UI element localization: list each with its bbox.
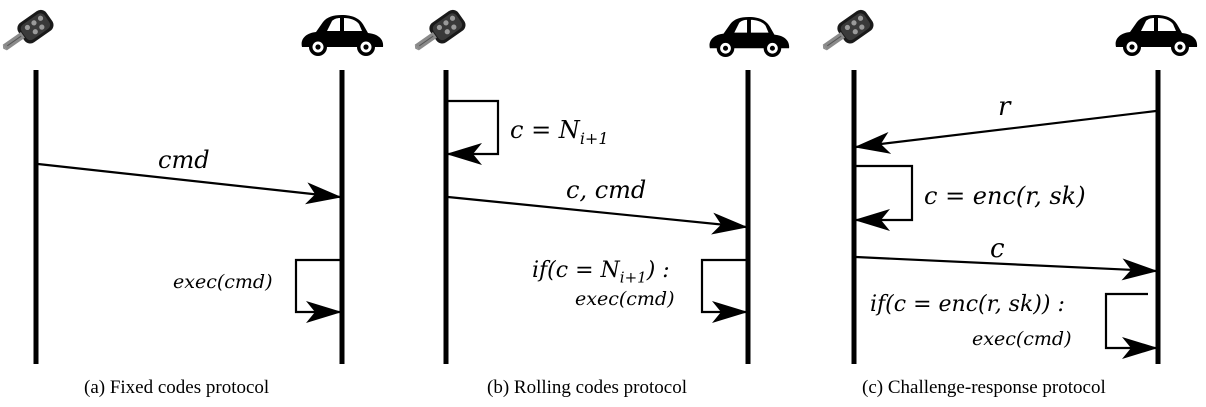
self-action-main: c = N <box>510 116 580 144</box>
message-label: r <box>998 92 1011 122</box>
caption: (a) Fixed codes protocol <box>84 377 270 398</box>
self-action-line2: exec(cmd) <box>972 328 1072 350</box>
self-action-arrow <box>1104 292 1158 359</box>
message-arrow <box>854 109 1157 154</box>
self-action-subscript: i+1 <box>579 128 609 148</box>
self-action-line2: exec(cmd) <box>575 288 675 310</box>
self-action-main: if(c = N <box>532 258 620 283</box>
self-action-label: c = enc(r, sk) <box>924 182 1086 210</box>
panel-challenge-response: r c = enc(r, sk) c if(c = enc(r, sk)) : … <box>804 0 1206 407</box>
self-action-arrow <box>294 258 342 323</box>
sequence-lines <box>33 70 345 364</box>
message-arrow <box>37 162 342 205</box>
sequence-lines <box>443 70 751 364</box>
self-action-label: if(c = Ni+1) : <box>532 260 670 285</box>
sequence-lines <box>851 70 1161 364</box>
self-action-arrow <box>700 258 748 323</box>
message-label: c, cmd <box>566 176 647 204</box>
message-label: c <box>990 234 1005 264</box>
self-action-arrow <box>446 99 500 165</box>
message-label: cmd <box>158 146 210 174</box>
self-action-label: if(c = enc(r, sk)) : <box>870 292 1065 317</box>
self-action-arrow <box>854 164 914 231</box>
self-action-suffix: ) : <box>646 258 670 283</box>
caption: (c) Challenge-response protocol <box>862 377 1106 398</box>
self-action-label: exec(cmd) <box>173 271 273 293</box>
message-arrow <box>447 195 748 235</box>
panel-fixed-codes: cmd exec(cmd) (a) Fixed codes protocol <box>0 0 402 407</box>
caption: (b) Rolling codes protocol <box>487 377 687 398</box>
self-action-subscript: i+1 <box>619 268 647 287</box>
message-arrow <box>855 255 1158 281</box>
self-action-label: c = Ni+1 <box>510 118 609 147</box>
panel-rolling-codes: c = Ni+1 c, cmd if(c = Ni+1) : exec(cmd)… <box>402 0 804 407</box>
